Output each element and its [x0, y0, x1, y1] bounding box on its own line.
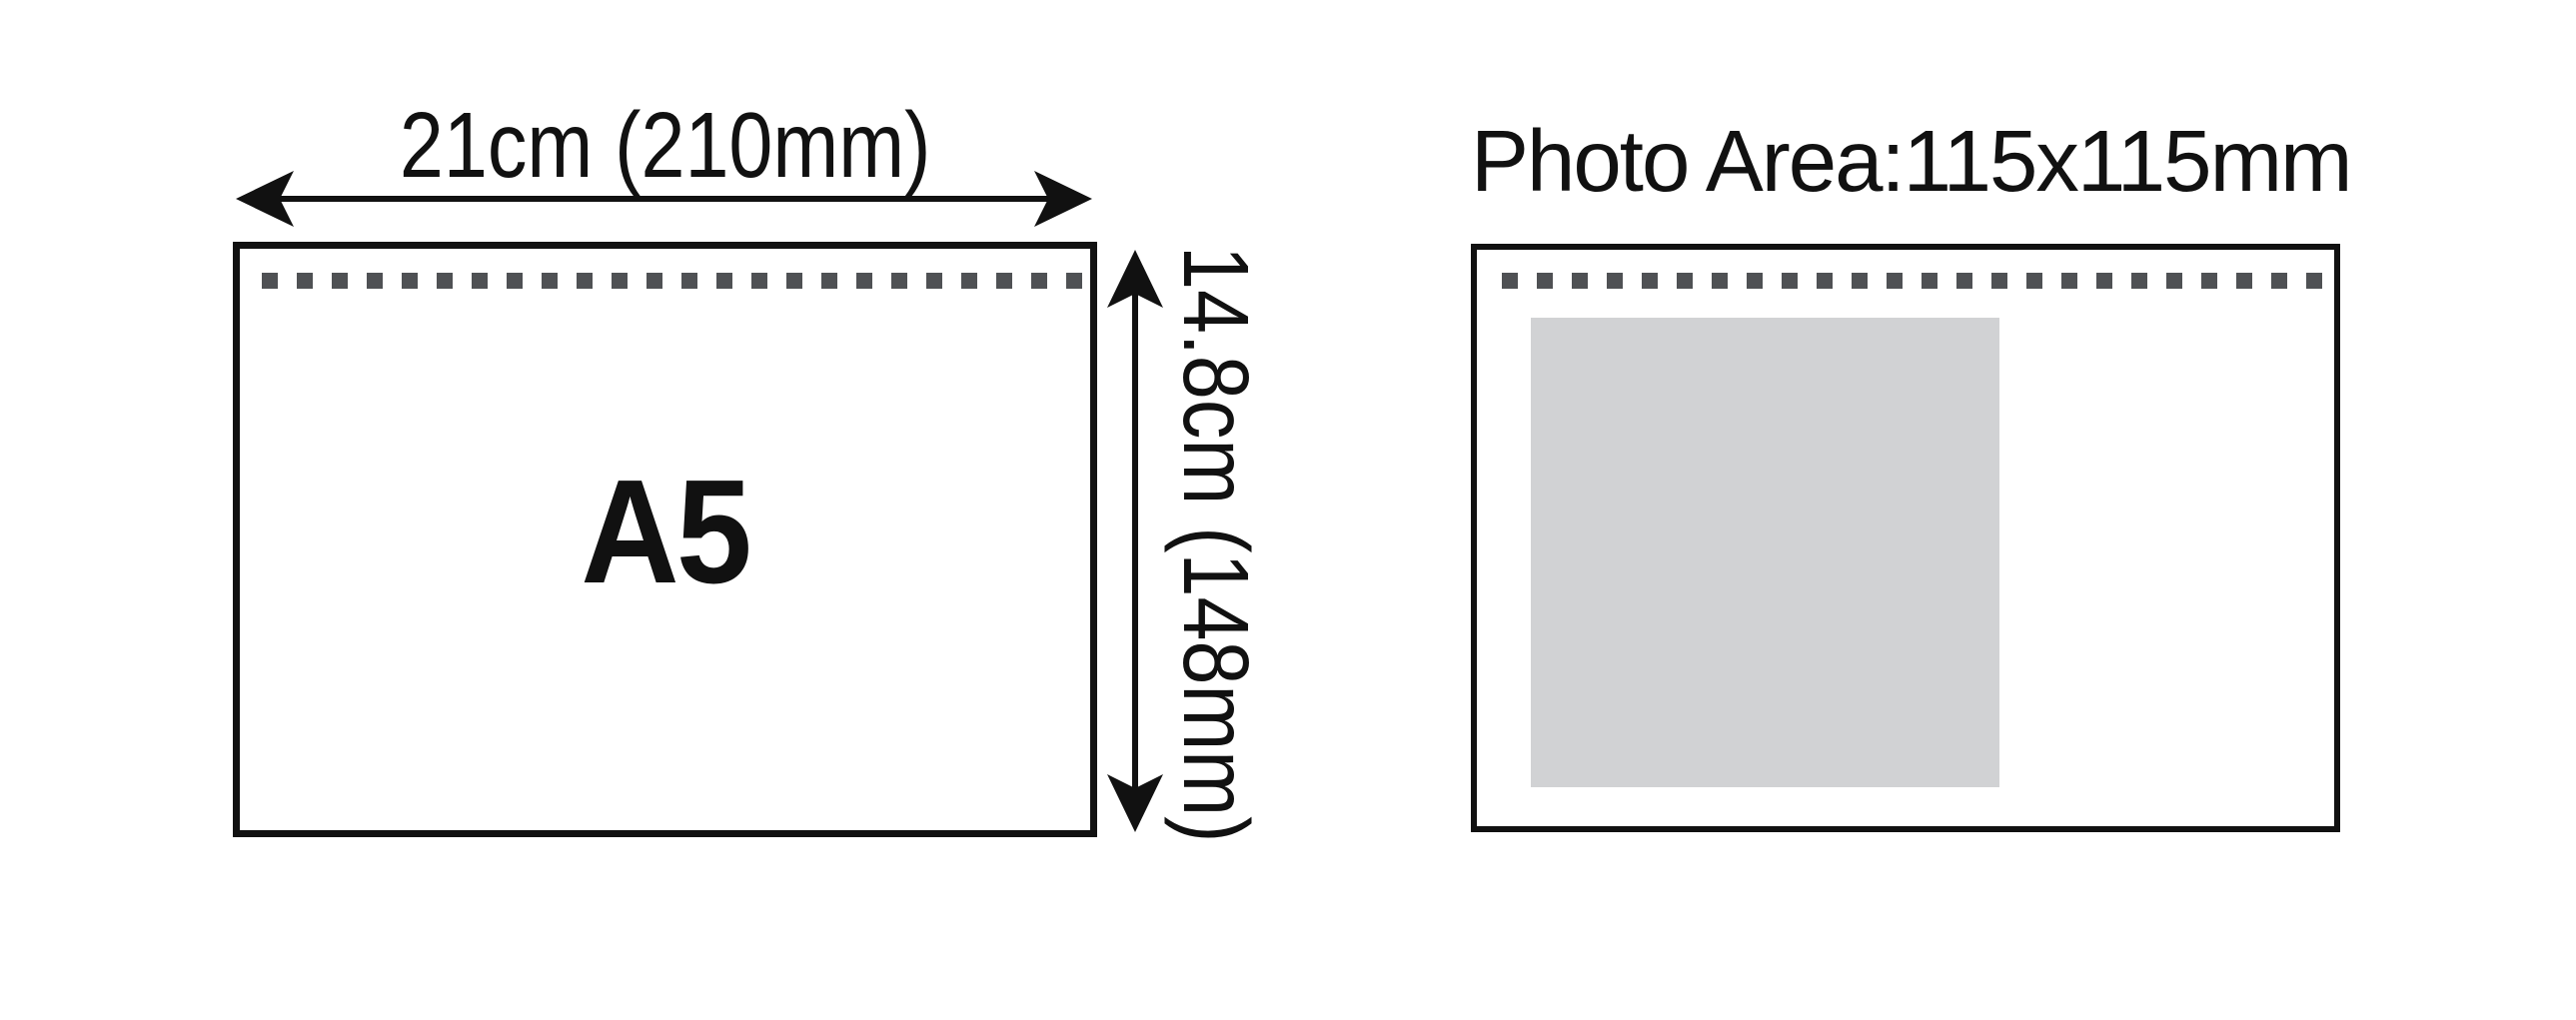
- horizontal-double-arrow-icon: [236, 171, 1092, 227]
- height-dimension-label: 14.8cm (148mm): [1164, 246, 1268, 948]
- height-dimension-text: 14.8cm (148mm): [1164, 246, 1268, 843]
- photo-area-title: Photo Area:115x115mm: [1471, 113, 2353, 210]
- paper-size-label: A5: [581, 450, 751, 614]
- perforation-dots: [1502, 273, 2322, 289]
- perforation-dots: [262, 273, 1082, 289]
- width-dimension-text: 21cm (210mm): [399, 93, 931, 197]
- photo-area-region: [1531, 318, 1999, 787]
- photo-paper-outline: [1471, 244, 2340, 832]
- a5-paper-outline: A5: [233, 242, 1097, 837]
- vertical-double-arrow-icon: [1107, 250, 1163, 832]
- width-dimension-label: 21cm (210mm): [233, 99, 1097, 192]
